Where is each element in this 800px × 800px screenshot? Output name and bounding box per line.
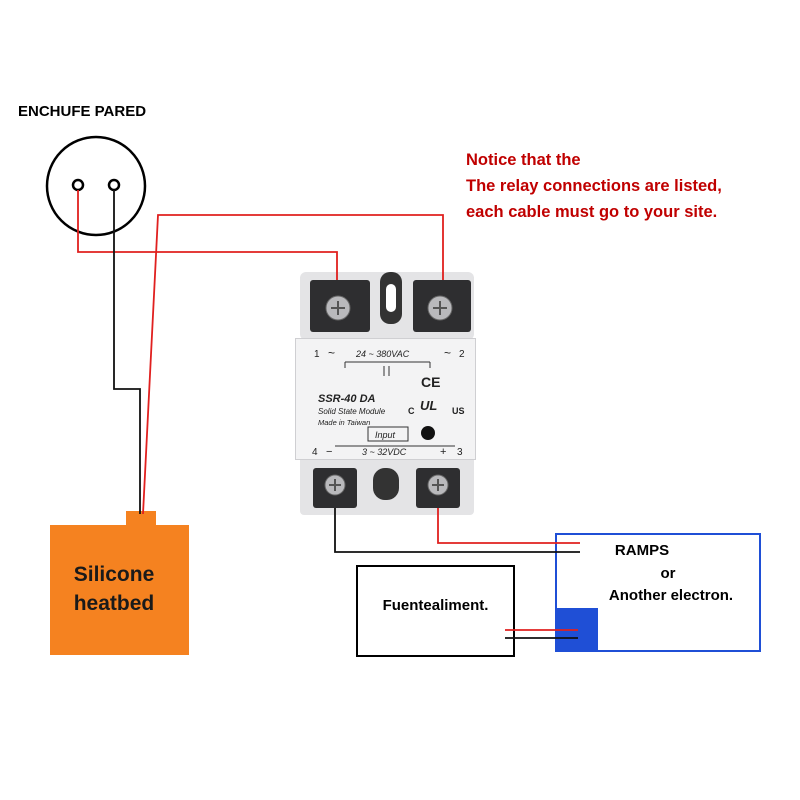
relay-subtitle: Solid State Module: [318, 407, 386, 416]
power-supply-box: [356, 565, 515, 657]
ul-us-mark: US: [452, 406, 465, 416]
terminal-3-number: 3: [457, 447, 463, 458]
ul-c-mark: C: [408, 406, 415, 416]
heatbed-label-line-2: heatbed: [73, 592, 155, 615]
dc-range-label: 3 ~ 32VDC: [362, 447, 407, 457]
terminal-2-number: 2: [459, 349, 465, 360]
heatbed-tab: [126, 511, 156, 527]
wire-terminal-4-to-ramps-negative: [334, 487, 580, 553]
wire-outlet-to-heatbed: [113, 190, 141, 514]
terminal-1-tilde: ~: [328, 346, 335, 360]
wire-heatbed-to-terminal-2: [142, 214, 444, 515]
input-box: [367, 426, 409, 442]
terminal-2-tilde: ~: [444, 346, 451, 360]
power-supply-label: Fuentealiment.: [382, 597, 489, 614]
ce-mark-icon: CE: [421, 374, 440, 390]
wall-outlet: [45, 135, 147, 237]
heatbed-label: Silicone heatbed: [50, 560, 178, 618]
relay-model: SSR-40 DA: [318, 393, 376, 405]
heatbed-label-line-1: Silicone: [73, 563, 155, 586]
silicone-heatbed: [50, 525, 189, 655]
outlet-hole-right: [107, 178, 121, 192]
ramps-label-line-3: Another electron.: [608, 587, 734, 604]
input-label: Input: [375, 430, 396, 440]
ac-range-label: 24 ~ 380VAC: [355, 349, 410, 359]
relay-label-plate: [295, 338, 476, 460]
outlet-title: ENCHUFE PARED: [18, 103, 147, 120]
ul-mark-icon: UL: [420, 398, 437, 413]
terminal-1-number: 1: [314, 349, 320, 360]
relay-top-terminals: [310, 272, 471, 332]
terminal-3-plus: +: [440, 446, 446, 458]
ramps-label-line-2: or: [660, 565, 676, 582]
notice-line-3: each cable must go to your site.: [466, 203, 718, 221]
indicator-led-icon: [421, 426, 435, 440]
relay-plate-graphics: [335, 361, 455, 447]
terminal-4-minus: −: [326, 446, 332, 458]
neutral-wires: [113, 190, 580, 639]
terminal-4-number: 4: [312, 447, 318, 458]
ramps-label-line-1: RAMPS: [614, 542, 670, 559]
relay-origin: Made in Taiwan: [318, 418, 370, 427]
wire-outlet-to-terminal-1: [77, 190, 338, 305]
outlet-hole-left: [71, 178, 85, 192]
notice-line-2: The relay connections are listed,: [466, 177, 722, 195]
ramps-terminal-block: [555, 608, 598, 650]
bottom-slot-icon: [373, 468, 399, 500]
notice-line-1: Notice that the: [466, 151, 581, 169]
relay-bottom-terminals: [313, 468, 460, 508]
